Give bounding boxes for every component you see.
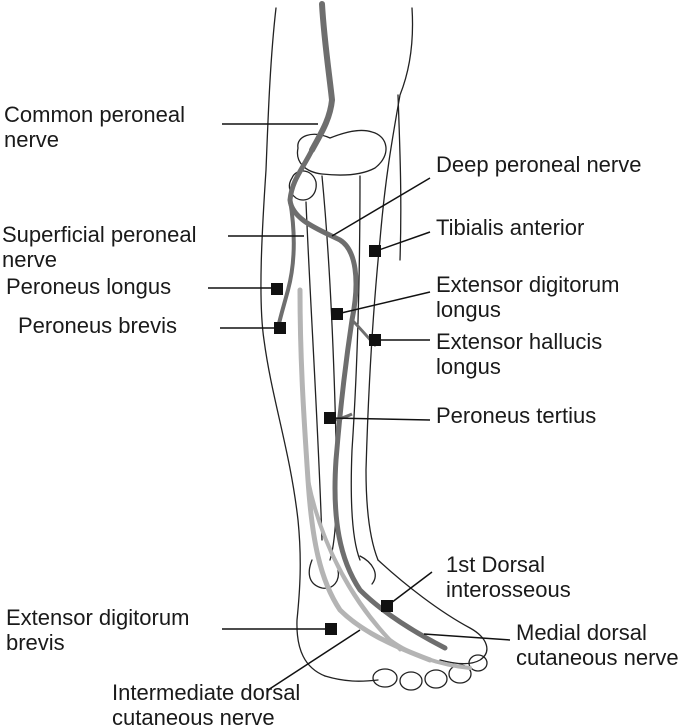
first-dorsal-interosseous-marker: [381, 600, 393, 612]
label-superficial-peroneal-nerve: Superficial peroneal nerve: [2, 222, 197, 272]
leader-lines: [208, 123, 511, 691]
label-extensor-digitorum-brevis: Extensor digitorum brevis: [6, 605, 190, 655]
muscle-markers: [271, 245, 393, 635]
label-peroneus-longus: Peroneus longus: [6, 274, 172, 299]
peroneus-brevis-marker: [274, 322, 286, 334]
label-common-peroneal-nerve: Common peroneal nerve: [4, 102, 185, 152]
extensor-digitorum-longus-marker: [331, 308, 343, 320]
label-intermediate-dorsal-cutaneous-nerve: Intermediate dorsal cutaneous nerve: [112, 680, 301, 728]
label-tibialis-anterior: Tibialis anterior: [436, 215, 585, 240]
label-first-dorsal-interosseous: 1st Dorsal interosseous: [446, 552, 571, 602]
label-extensor-digitorum-longus: Extensor digitorum longus: [436, 272, 620, 322]
label-deep-peroneal-nerve: Deep peroneal nerve: [436, 152, 642, 177]
peroneus-tertius-marker: [324, 412, 336, 424]
tibialis-anterior-marker: [369, 245, 381, 257]
superficial-peroneal-nerve-path: [297, 287, 472, 670]
label-medial-dorsal-cutaneous-nerve: Medial dorsal cutaneous nerve: [516, 620, 679, 670]
extensor-hallucis-longus-marker: [369, 334, 381, 346]
label-peroneus-tertius: Peroneus tertius: [436, 403, 597, 428]
label-extensor-hallucis-longus: Extensor hallucis longus: [436, 329, 603, 379]
deep-peroneal-nerve-path: [276, 1, 448, 651]
extensor-digitorum-brevis-marker: [325, 623, 337, 635]
label-peroneus-brevis: Peroneus brevis: [18, 313, 177, 338]
peroneus-longus-marker: [271, 283, 283, 295]
leg-outline: [260, 7, 488, 691]
